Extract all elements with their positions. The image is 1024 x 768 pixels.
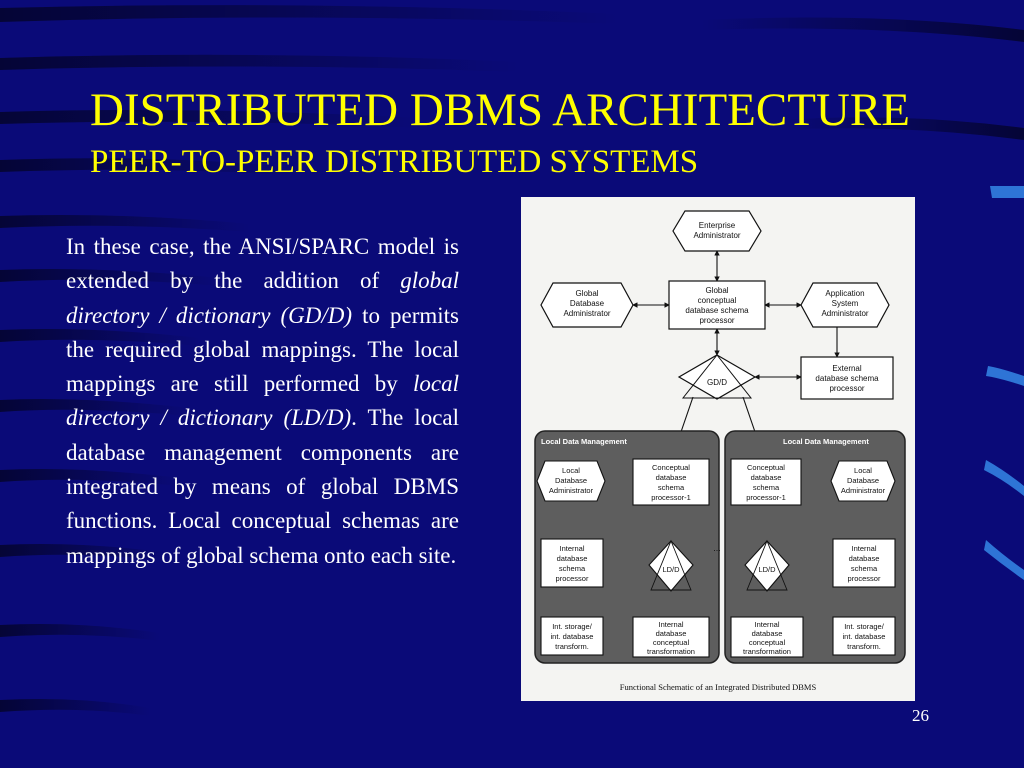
body-paragraph: In these case, the ANSI/SPARC model is e…: [66, 230, 459, 573]
slide-number: 26: [912, 706, 929, 725]
svg-text:GD/D: GD/D: [707, 378, 727, 387]
gdd-term: global directory / dictionary (GD/D): [66, 268, 459, 328]
gdd-node: GD/D: [677, 354, 757, 400]
ldd-term: local directory / dictionary (LD/D): [66, 371, 459, 431]
slide-subtitle: PEER-TO-PEER DISTRIBUTED SYSTEMS: [90, 144, 699, 180]
slide-title: DISTRIBUTED DBMS ARCHITECTURE: [90, 84, 910, 136]
site-ellipsis: ...: [713, 543, 721, 553]
svg-text:LD/D: LD/D: [662, 565, 680, 574]
svg-text:Local Data Management: Local Data Management: [783, 437, 869, 446]
left-ldd-node: LD/D: [648, 539, 694, 592]
body-text-1: In these case, the ANSI/SPARC model is e…: [66, 234, 459, 294]
body-text-3: . The local database management componen…: [66, 405, 459, 568]
svg-text:LD/D: LD/D: [758, 565, 776, 574]
right-ldd-node: LD/D: [744, 539, 790, 592]
figure-caption: Functional Schematic of an Integrated Di…: [620, 682, 817, 692]
body-text-2: to permits the required global mappings.…: [66, 302, 460, 397]
svg-text:Local Data Management: Local Data Management: [541, 437, 627, 446]
